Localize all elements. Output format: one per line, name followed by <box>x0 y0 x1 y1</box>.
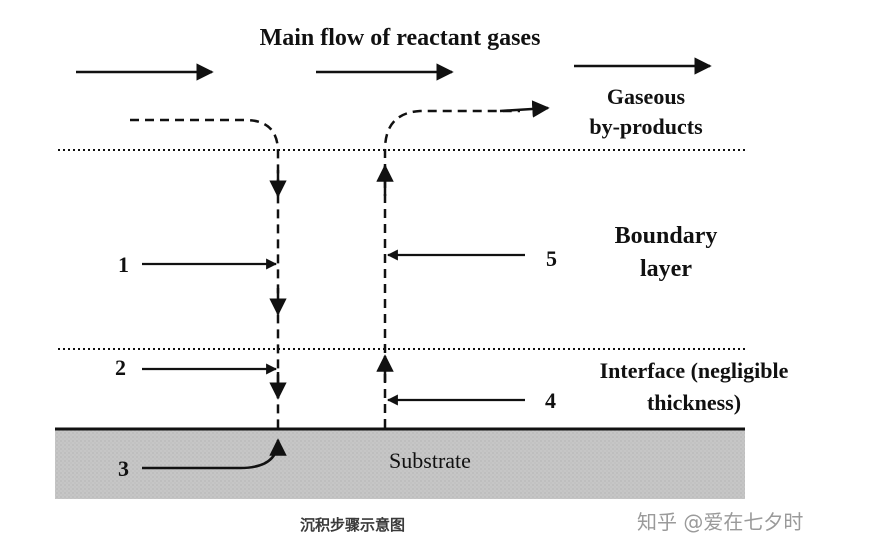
byproduct-diffusion-path <box>383 109 520 428</box>
interface-label-line1: Interface (negligible <box>600 358 789 383</box>
step-1-label: 1 <box>118 252 129 277</box>
boundary-label-line2: layer <box>640 256 692 282</box>
byproduct-out-arrow-icon <box>499 100 550 118</box>
step-3-label: 3 <box>118 456 129 481</box>
substrate-block <box>55 429 745 499</box>
byproducts-label-line2: by-products <box>589 114 703 139</box>
figure-caption: 沉积步骤示意图 <box>300 516 406 534</box>
step-5-label: 5 <box>546 246 557 271</box>
interface-label-line2: thickness) <box>647 390 741 415</box>
main-flow-arrows <box>76 57 712 81</box>
diagram-title: Main flow of reactant gases <box>260 25 541 51</box>
reactant-diffusion-path <box>130 118 280 428</box>
substrate-label: Substrate <box>389 448 471 473</box>
watermark: 知乎 @爱在七夕时 <box>637 510 804 534</box>
byproducts-label-line1: Gaseous <box>607 84 686 109</box>
step-4-label: 4 <box>545 388 556 413</box>
boundary-label-line1: Boundary <box>615 223 718 249</box>
step-2-label: 2 <box>115 355 126 380</box>
adsorption-path <box>142 438 287 470</box>
